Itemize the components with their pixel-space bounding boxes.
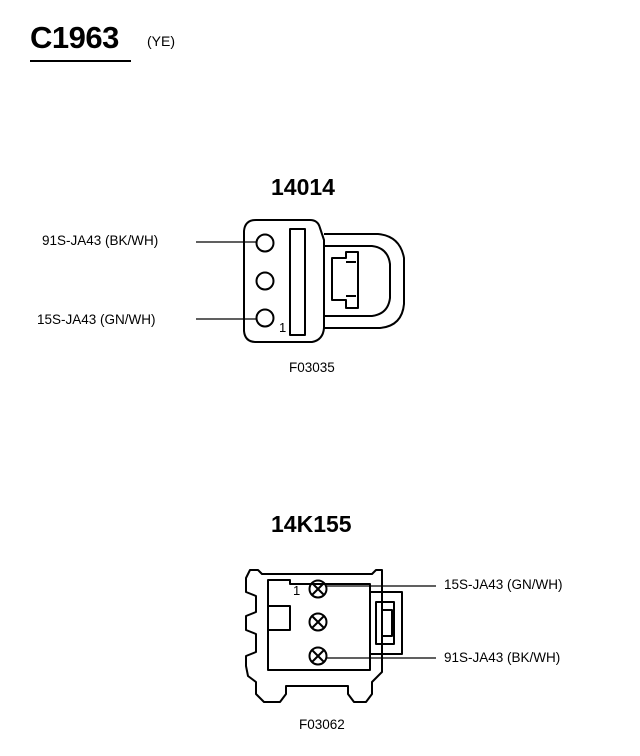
connector-a-pin-3 [255, 233, 275, 253]
connector-b-part-number: 14K155 [271, 511, 352, 537]
connector-b-pin-1 [308, 579, 328, 599]
connector-b-housing [245, 569, 403, 703]
connector-color-label: (YE) [147, 33, 175, 49]
connector-b-pin1-marker: 1 [293, 583, 301, 598]
connector-a-leader-lines [196, 241, 256, 320]
connector-b-pin-3 [308, 646, 328, 666]
connector-a-housing [243, 219, 405, 343]
connector-a-wire-label-bottom: 15S-JA43 (GN/WH) [37, 312, 156, 327]
connector-code-title: C1963 [30, 20, 119, 55]
connector-a-figure-id: F03035 [289, 360, 335, 375]
connector-a-part-number: 14014 [271, 174, 335, 200]
connector-a-pin1-marker: 1 [279, 320, 287, 335]
title-underline [30, 60, 131, 62]
connector-b-pin-2 [308, 612, 328, 632]
connector-b-pins [308, 579, 328, 666]
connector-a-wire-label-top: 91S-JA43 (BK/WH) [42, 233, 159, 248]
connector-b-wire-label-top: 15S-JA43 (GN/WH) [444, 577, 563, 592]
connector-b-leader-lines [327, 585, 436, 659]
connector-a-pin-1 [255, 308, 275, 328]
connector-b-wire-label-bottom: 91S-JA43 (BK/WH) [444, 650, 561, 665]
connector-b-figure-id: F03062 [299, 717, 345, 732]
connector-a-pins [255, 233, 275, 328]
connector-a-pin-2 [255, 271, 275, 291]
